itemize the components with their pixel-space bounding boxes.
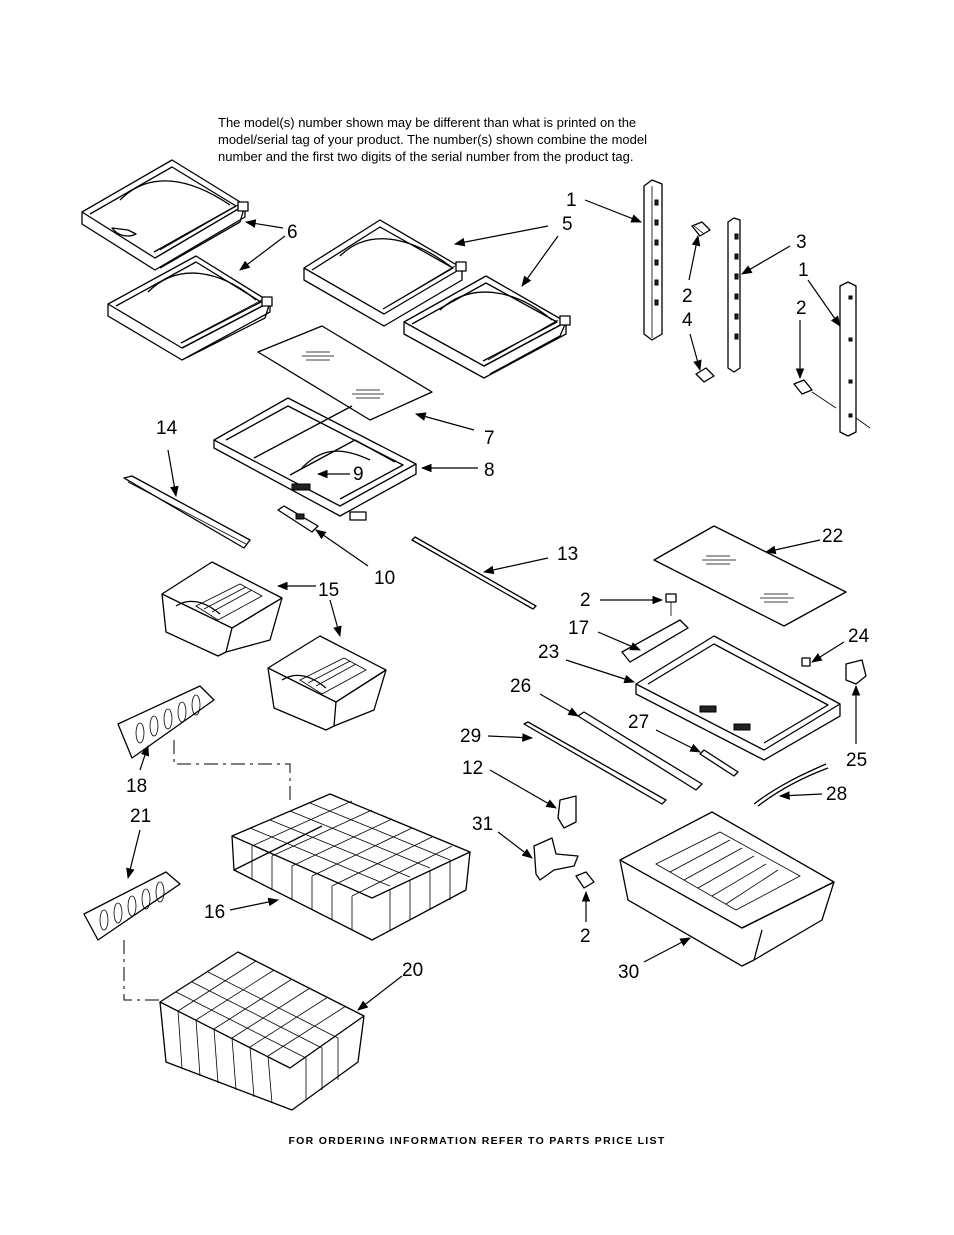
glass-panel-part-7 [257, 325, 433, 421]
glass-panel-part-22 [653, 525, 847, 627]
callout-31: 31 [472, 814, 493, 835]
shelf-part-5-upper [303, 219, 467, 327]
callout-16: 16 [204, 902, 225, 923]
callout-1: 1 [566, 190, 577, 211]
wire-basket-part-16 [231, 793, 471, 941]
screw-part-2-right [793, 379, 837, 409]
callout-2-right: 2 [796, 298, 807, 319]
screw-part-2-upper [691, 221, 711, 237]
alignment-lines [123, 740, 291, 1001]
drawer-part-15-upper [161, 561, 283, 657]
wire-basket-part-20 [159, 951, 365, 1111]
vertical-rail-part-1-left [643, 179, 663, 341]
callout-labels: 1 5 6 3 1 2 4 2 14 7 9 8 10 13 22 15 2 1… [126, 190, 870, 983]
callout-2-lower: 2 [580, 926, 591, 947]
rod-part-13 [411, 536, 537, 610]
callout-6: 6 [287, 222, 298, 243]
bracket-part-12 [557, 795, 577, 829]
rail-part-26 [577, 711, 703, 791]
callout-4: 4 [682, 310, 693, 331]
callout-14: 14 [156, 418, 178, 439]
screw-part-4 [695, 367, 715, 383]
shelf-part-5-lower [403, 275, 571, 379]
callout-15: 15 [318, 580, 339, 601]
callout-28: 28 [826, 784, 847, 805]
callout-1-right: 1 [798, 260, 809, 281]
notice-line-2: model/serial tag of your product. The nu… [218, 132, 647, 147]
callout-21: 21 [130, 806, 151, 827]
basket-frame-part-18 [117, 685, 215, 759]
rail-part-14 [123, 475, 251, 549]
callout-30: 30 [618, 962, 639, 983]
callout-5: 5 [562, 214, 573, 235]
vertical-rail-part-1-right [839, 281, 871, 437]
rail-part-29 [523, 721, 667, 805]
screw-part-2-middle [665, 593, 677, 616]
shelf-part-6-lower [107, 255, 273, 361]
callout-2-upper: 2 [682, 286, 693, 307]
vertical-rail-part-3 [727, 217, 741, 373]
leader-lines [126, 199, 861, 1011]
notice-line-1: The model(s) number shown may be differe… [218, 115, 637, 130]
callout-13: 13 [557, 544, 578, 565]
basket-frame-part-21 [83, 871, 181, 941]
wire-part-28 [753, 763, 829, 807]
callout-8: 8 [484, 460, 495, 481]
ordering-info-footer: FOR ORDERING INFORMATION REFER TO PARTS … [288, 1135, 666, 1147]
callout-25: 25 [846, 750, 867, 771]
callout-27: 27 [628, 712, 649, 733]
callout-12: 12 [462, 758, 483, 779]
bracket-part-25 [845, 659, 867, 685]
callout-23: 23 [538, 642, 559, 663]
drawer-part-15-lower [267, 635, 387, 731]
callout-24: 24 [848, 626, 870, 647]
shelf-part-6-upper [81, 159, 249, 271]
slider-part-10 [277, 505, 319, 533]
callout-26: 26 [510, 676, 531, 697]
callout-9: 9 [353, 464, 364, 485]
callout-2-middle: 2 [580, 590, 591, 611]
crisper-cover-frame-part-8 [213, 397, 417, 521]
notice-line-3: number and the first two digits of the s… [218, 149, 634, 164]
callout-20: 20 [402, 960, 423, 981]
callout-7: 7 [484, 428, 495, 449]
callout-10: 10 [374, 568, 395, 589]
drawer-part-30 [619, 811, 835, 967]
bracket-part-17 [621, 619, 689, 663]
callout-29: 29 [460, 726, 481, 747]
slider-part-27 [699, 749, 739, 777]
clip-part-24 [801, 657, 811, 667]
callout-17: 17 [568, 618, 589, 639]
callout-3: 3 [796, 232, 807, 253]
crisper-cover-frame-part-23 [635, 635, 841, 761]
callout-18: 18 [126, 776, 147, 797]
screw-part-2-lower [575, 871, 595, 889]
bracket-part-31 [533, 837, 579, 881]
model-number-notice: The model(s) number shown may be differe… [218, 114, 738, 165]
callout-22: 22 [822, 526, 843, 547]
